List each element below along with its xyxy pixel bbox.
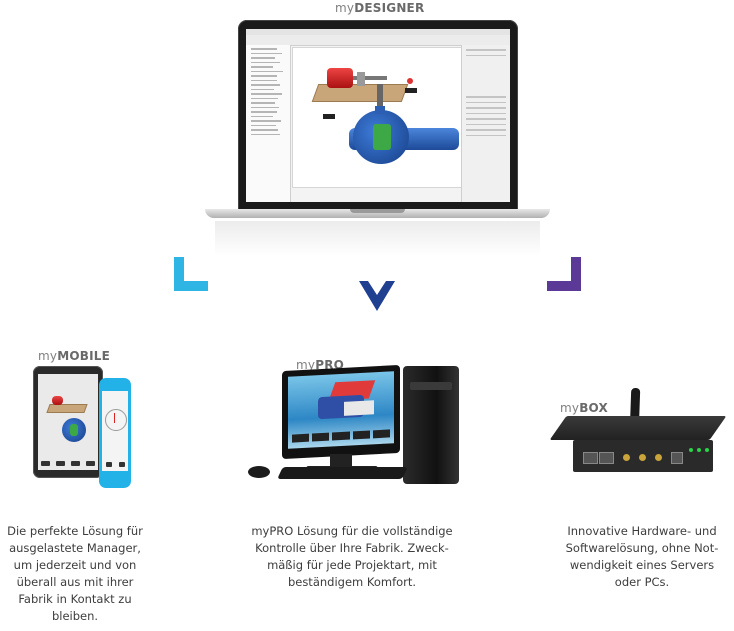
designer-title-prefix: my	[335, 1, 355, 15]
app-tree-panel	[246, 45, 291, 202]
chevron-down-icon	[357, 279, 397, 313]
designer-title-suffix: DESIGNER	[354, 1, 425, 15]
mouse	[248, 466, 270, 478]
mobile-title-suffix: MOBILE	[57, 349, 111, 363]
corner-arrow-down-right-icon	[545, 255, 583, 293]
app-properties-panel	[461, 45, 510, 202]
mobile-description: Die perfekte Lösung für ausgelastete Man…	[7, 524, 143, 623]
box-title-suffix: BOX	[579, 401, 608, 415]
designer-title: myDESIGNER	[335, 1, 424, 15]
box-title-prefix: my	[560, 401, 580, 415]
monitor-stand	[330, 454, 352, 468]
keyboard	[277, 467, 408, 479]
mobile-title-prefix: my	[38, 349, 58, 363]
pc-tower-drive	[410, 382, 452, 390]
laptop-notch	[350, 209, 405, 213]
app-canvas	[292, 47, 462, 188]
phone-screen	[102, 391, 128, 471]
monitor-screen	[288, 371, 394, 449]
laptop-reflection	[215, 221, 540, 256]
pro-description: myPRO Lösung für die vollständige Kontro…	[251, 524, 453, 589]
pro-title-prefix: my	[296, 358, 316, 372]
box-title: myBOX	[560, 401, 608, 415]
router-front	[573, 440, 713, 472]
laptop-screen	[246, 29, 510, 202]
corner-arrow-down-left-icon	[172, 255, 210, 293]
motor-graphic	[327, 68, 353, 88]
app-toolbar	[246, 35, 510, 46]
router-top	[549, 416, 727, 440]
box-description: Innovative Hardware- und Softwarelösung,…	[565, 524, 719, 589]
tablet-screen	[38, 374, 98, 470]
mobile-title: myMOBILE	[38, 349, 110, 363]
laptop-base	[205, 209, 550, 218]
